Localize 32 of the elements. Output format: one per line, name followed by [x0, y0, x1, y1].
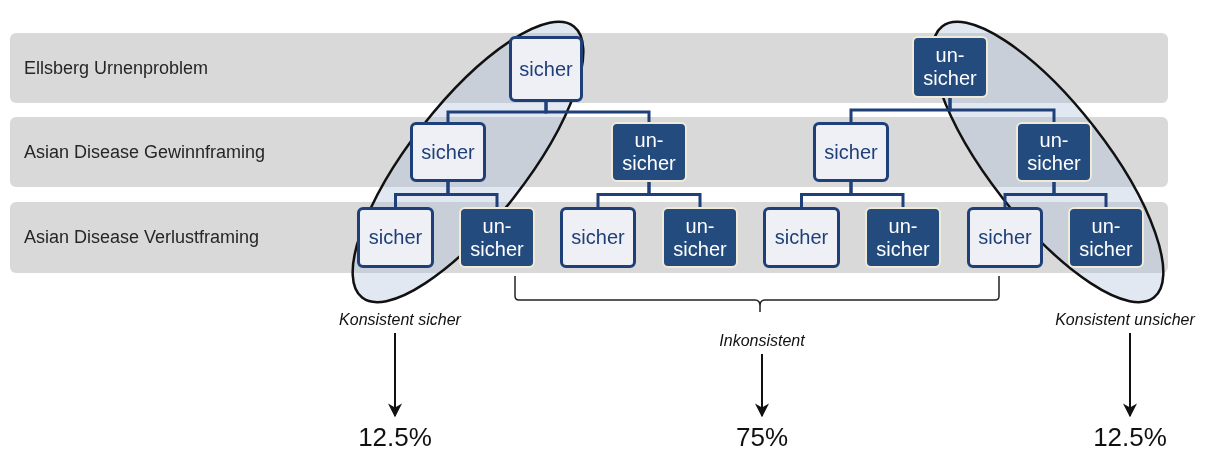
decision-box: un- sicher [912, 36, 988, 98]
decision-box: un- sicher [865, 207, 941, 268]
decision-box: sicher [560, 207, 636, 268]
decision-box: sicher [967, 207, 1043, 268]
percentage-value: 12.5% [1080, 420, 1180, 454]
decision-box: un- sicher [662, 207, 738, 268]
row-band [10, 202, 1168, 273]
decision-box: un- sicher [459, 207, 535, 268]
decision-box: un- sicher [1068, 207, 1144, 268]
arrow [755, 353, 769, 418]
percentage-value: 75% [712, 420, 812, 454]
percentage-value: 12.5% [345, 420, 445, 454]
tree-connector [446, 182, 499, 207]
tree-connector [544, 102, 651, 122]
row-band [10, 117, 1168, 187]
decision-box: sicher [813, 122, 889, 182]
row-band [10, 33, 1168, 103]
tree-connector [948, 98, 1056, 122]
arrow [1123, 332, 1137, 418]
decision-box: sicher [763, 207, 840, 268]
tree-connector [647, 182, 702, 207]
decision-box: sicher [410, 122, 486, 182]
decision-box: sicher [509, 36, 583, 102]
decision-box: sicher [357, 207, 434, 268]
tree-connector [1052, 182, 1108, 207]
row-label: Ellsberg Urnenproblem [24, 57, 209, 79]
decision-box: un- sicher [1016, 122, 1092, 182]
arrow [388, 332, 402, 418]
decision-box: un- sicher [611, 122, 687, 182]
tree-connector [849, 182, 905, 207]
row-label: Asian Disease Gewinnframing [24, 141, 266, 163]
row-label: Asian Disease Verlustframing [24, 227, 260, 248]
